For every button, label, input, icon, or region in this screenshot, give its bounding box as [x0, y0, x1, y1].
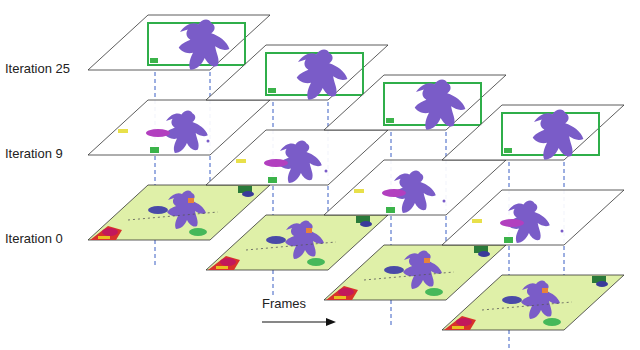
- segmentation-plane: [324, 245, 506, 300]
- segment-patch: [500, 219, 524, 227]
- segment-patch: [424, 258, 430, 263]
- frame-column: [442, 105, 624, 350]
- segment-patch: [150, 58, 158, 63]
- segment-trace: [246, 242, 336, 250]
- segment-patch: [188, 198, 194, 203]
- iteration-label: Iteration 25: [5, 62, 70, 75]
- person-segment: [415, 80, 466, 130]
- segment-patch: [266, 236, 286, 244]
- segment-patch: [542, 288, 548, 293]
- segment-patch: [472, 219, 482, 223]
- segment-patch: [452, 326, 464, 329]
- segmentation-plane: [206, 130, 388, 185]
- iteration-label: Iteration 0: [5, 232, 63, 245]
- segmentation-plane: [442, 105, 624, 160]
- segment-patch: [307, 258, 325, 266]
- segment-patch: [386, 118, 394, 123]
- person-segment: [521, 280, 560, 319]
- segment-patch: [268, 88, 276, 93]
- segment-patch: [382, 189, 406, 197]
- iteration-label: Iteration 9: [5, 147, 63, 160]
- segment-patch: [236, 159, 246, 163]
- segment-trace: [482, 302, 572, 310]
- segmentation-plane: [88, 185, 270, 240]
- segment-patch: [216, 266, 228, 269]
- segment-dot: [325, 170, 328, 173]
- frames-arrow-head: [326, 318, 336, 326]
- segment-patch: [90, 226, 122, 240]
- segmentation-plane: [206, 45, 388, 100]
- frame-column: [206, 45, 388, 298]
- segment-patch: [596, 281, 608, 287]
- segmentation-plane: [442, 275, 624, 330]
- segment-patch: [444, 316, 476, 330]
- frames-axis-line: [262, 321, 328, 322]
- person-segment: [403, 250, 442, 289]
- person-segment: [165, 110, 208, 152]
- segment-patch: [334, 296, 346, 299]
- segment-patch: [268, 177, 277, 183]
- segment-patch: [148, 206, 168, 214]
- frame-column: [324, 75, 506, 328]
- segment-patch: [425, 288, 443, 296]
- segment-patch: [306, 228, 312, 233]
- segment-patch: [478, 251, 490, 257]
- segment-patch: [98, 236, 110, 239]
- segment-patch: [386, 207, 395, 213]
- segmentation-plane: [88, 100, 270, 155]
- person-segment: [533, 110, 584, 160]
- person-segment: [179, 20, 230, 70]
- segment-patch: [146, 129, 170, 137]
- segmentation-plane: [442, 190, 624, 245]
- segment-patch: [118, 129, 128, 133]
- segmentation-plane: [324, 75, 506, 130]
- segment-patch: [504, 237, 513, 243]
- segment-patch: [102, 228, 118, 236]
- segment-trace: [364, 272, 454, 280]
- segment-patch: [338, 288, 354, 296]
- segment-patch: [504, 148, 512, 153]
- segmentation-plane: [88, 15, 270, 70]
- person-segment: [297, 50, 348, 100]
- person-segment: [285, 220, 324, 259]
- segment-patch: [543, 318, 561, 326]
- person-segment: [167, 190, 206, 229]
- segment-patch: [208, 256, 240, 270]
- segment-patch: [220, 258, 236, 266]
- axis-label: Frames: [262, 297, 306, 310]
- segment-patch: [384, 266, 404, 274]
- segment-trace: [128, 212, 218, 220]
- segmentation-plane: [206, 215, 388, 270]
- segment-patch: [456, 318, 472, 326]
- segment-dot: [443, 200, 446, 203]
- segment-patch: [326, 286, 358, 300]
- segmentation-plane: [324, 160, 506, 215]
- segment-patch: [264, 159, 288, 167]
- segment-patch: [189, 228, 207, 236]
- segment-patch: [150, 147, 159, 153]
- segment-patch: [360, 221, 372, 227]
- segment-patch: [354, 189, 364, 193]
- segment-patch: [242, 191, 254, 197]
- segment-patch: [502, 296, 522, 304]
- segment-dot: [561, 230, 564, 233]
- segment-dot: [207, 140, 210, 143]
- frame-column: [88, 15, 270, 268]
